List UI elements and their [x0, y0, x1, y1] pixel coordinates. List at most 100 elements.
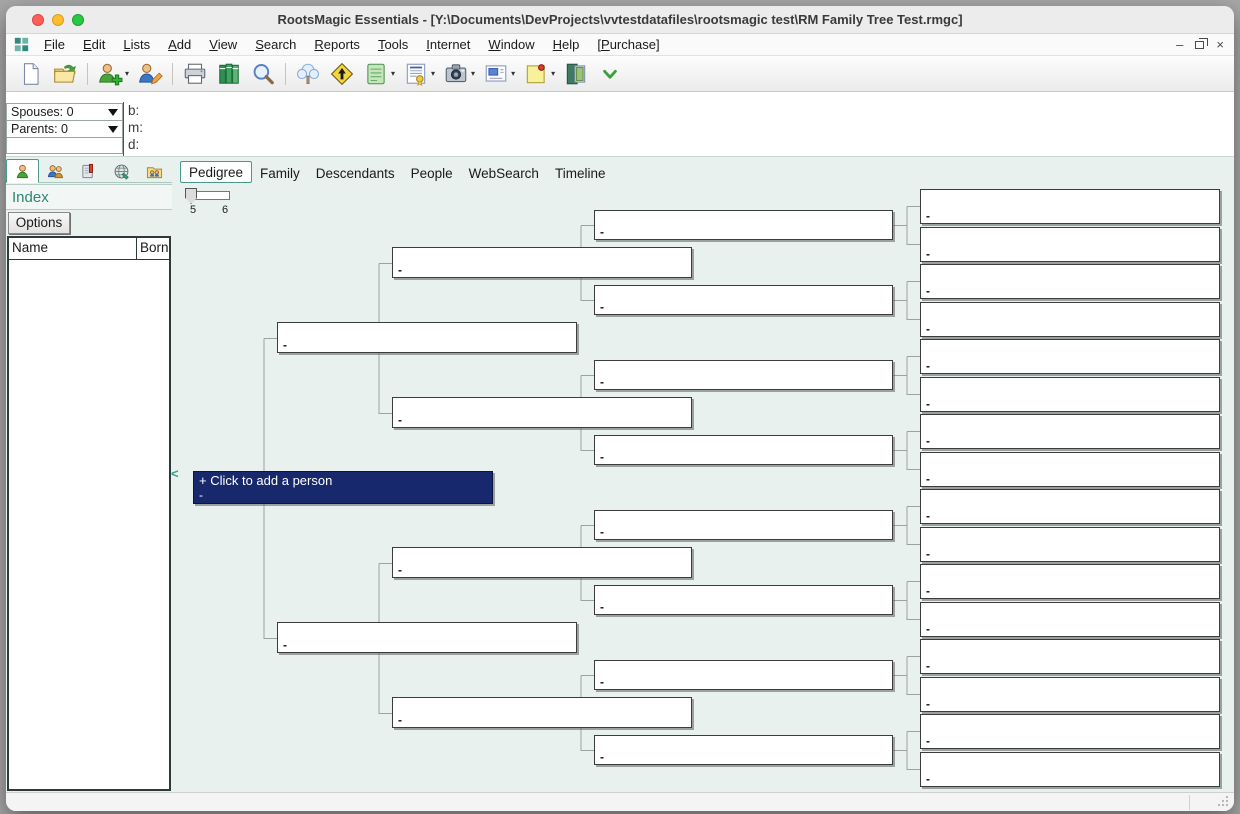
- menu-add[interactable]: Add: [168, 37, 192, 52]
- menu-lists[interactable]: Lists: [123, 37, 151, 52]
- tab-timeline[interactable]: Timeline: [554, 166, 606, 181]
- menu-help[interactable]: Help: [552, 37, 580, 52]
- pedigree-box-gen4-2[interactable]: -: [594, 285, 893, 315]
- person-value: -: [926, 547, 930, 561]
- menu-reports[interactable]: Reports: [314, 37, 360, 52]
- minimize-button[interactable]: –: [1176, 37, 1184, 52]
- mac-close-button[interactable]: [32, 14, 44, 26]
- address-button[interactable]: ▾: [480, 59, 518, 89]
- menu-window[interactable]: Window: [488, 37, 535, 52]
- dropdown-caret-icon[interactable]: ▾: [551, 69, 556, 78]
- options-button[interactable]: Options: [8, 212, 70, 234]
- media-button[interactable]: ▾: [440, 59, 478, 89]
- pedigree-tree-button[interactable]: [292, 59, 324, 89]
- person-value: -: [926, 397, 930, 411]
- menu-edit[interactable]: Edit: [82, 37, 106, 52]
- navigate-button[interactable]: [326, 59, 358, 89]
- person-info-panel: Spouses: 0 Parents: 0 b: m: d:: [6, 92, 1234, 156]
- pedigree-box-gen4-8[interactable]: -: [594, 735, 893, 765]
- sources-button[interactable]: ▾: [400, 59, 438, 89]
- tab-descendants[interactable]: Descendants: [315, 166, 395, 181]
- pedigree-box-gen5-3[interactable]: -: [920, 264, 1220, 299]
- menu-file[interactable]: File: [44, 37, 65, 52]
- pedigree-box-gen5-8[interactable]: -: [920, 452, 1220, 487]
- sidebar-tab-media-gallery[interactable]: [138, 159, 171, 183]
- pedigree-box-gen5-7[interactable]: -: [920, 414, 1220, 449]
- dropdown-caret-icon[interactable]: ▾: [391, 69, 396, 78]
- pedigree-box-gen4-6[interactable]: -: [594, 585, 893, 615]
- close-button[interactable]: ×: [1216, 37, 1224, 52]
- publish-books-icon: [219, 63, 239, 84]
- dropdown-caret-icon[interactable]: ▾: [511, 69, 516, 78]
- websearch-globe-icon: [114, 164, 129, 180]
- menu-internet[interactable]: Internet: [426, 37, 471, 52]
- pedigree-box-gen5-11[interactable]: -: [920, 564, 1220, 599]
- person-value: -: [283, 338, 287, 352]
- sidebar-collapse-chevron-icon[interactable]: <: [171, 466, 179, 481]
- sidebar-tab-person[interactable]: [6, 159, 39, 183]
- parents-dropdown[interactable]: Parents: 0: [6, 120, 123, 137]
- pedigree-box-gen5-4[interactable]: -: [920, 302, 1220, 337]
- pedigree-box-gen4-5[interactable]: -: [594, 510, 893, 540]
- edit-person-button[interactable]: [134, 59, 166, 89]
- resize-grip[interactable]: [1216, 794, 1230, 808]
- tab-people[interactable]: People: [410, 166, 453, 181]
- add-person-box[interactable]: + Click to add a person-: [193, 471, 493, 504]
- pedigree-box-gen5-13[interactable]: -: [920, 639, 1220, 674]
- pedigree-box-gen5-6[interactable]: -: [920, 377, 1220, 412]
- chevron-down-green-button[interactable]: [594, 59, 626, 89]
- name-column-header[interactable]: Name: [12, 240, 49, 255]
- generations-slider-thumb[interactable]: [185, 188, 197, 204]
- born-column-header[interactable]: Born: [136, 238, 169, 259]
- dropdown-caret-icon[interactable]: ▾: [471, 69, 476, 78]
- pedigree-box-gen5-1[interactable]: -: [920, 189, 1220, 224]
- sidebar-tab-websearch-globe[interactable]: [105, 159, 138, 183]
- pedigree-box-gen4-7[interactable]: -: [594, 660, 893, 690]
- menu-tools[interactable]: Tools: [377, 37, 409, 52]
- menu-search[interactable]: Search: [255, 37, 297, 52]
- tasks-button[interactable]: ▾: [520, 59, 558, 89]
- pedigree-box-gen3-4[interactable]: -: [392, 697, 692, 728]
- tab-family[interactable]: Family: [260, 166, 300, 181]
- add-person-button[interactable]: ▾: [94, 59, 132, 89]
- pedigree-box-gen5-12[interactable]: -: [920, 602, 1220, 637]
- sidebar-tab-people[interactable]: [39, 159, 72, 183]
- tab-websearch[interactable]: WebSearch: [468, 166, 539, 181]
- pedigree-box-gen3-3[interactable]: -: [392, 547, 692, 578]
- menu-view[interactable]: View: [209, 37, 238, 52]
- pedigree-box-gen4-3[interactable]: -: [594, 360, 893, 390]
- death-label: d:: [128, 137, 140, 152]
- notes-button[interactable]: ▾: [360, 59, 398, 89]
- pedigree-box-gen4-4[interactable]: -: [594, 435, 893, 465]
- print-button[interactable]: [179, 59, 211, 89]
- name-index-list[interactable]: Name Born: [7, 236, 171, 791]
- menu-purchase[interactable]: [Purchase]: [597, 37, 660, 52]
- pedigree-box-gen5-2[interactable]: -: [920, 227, 1220, 262]
- pedigree-box-gen5-9[interactable]: -: [920, 489, 1220, 524]
- pedigree-box-gen3-1[interactable]: -: [392, 247, 692, 278]
- pedigree-box-gen5-10[interactable]: -: [920, 527, 1220, 562]
- window-title: RootsMagic Essentials - [Y:\Documents\De…: [277, 12, 963, 27]
- mac-minimize-button[interactable]: [52, 14, 64, 26]
- pedigree-box-gen5-5[interactable]: -: [920, 339, 1220, 374]
- pedigree-box-gen5-16[interactable]: -: [920, 752, 1220, 787]
- restore-button[interactable]: [1195, 38, 1209, 49]
- exit-button[interactable]: [560, 59, 592, 89]
- pedigree-box-gen4-1[interactable]: -: [594, 210, 893, 240]
- pedigree-box-gen5-15[interactable]: -: [920, 714, 1220, 749]
- open-file-button[interactable]: [49, 59, 81, 89]
- sidebar-tab-bookmarks[interactable]: [72, 159, 105, 183]
- spouses-dropdown[interactable]: Spouses: 0: [6, 103, 123, 120]
- pedigree-box-gen2-2[interactable]: -: [277, 622, 577, 653]
- publish-books-button[interactable]: [213, 59, 245, 89]
- pedigree-box-gen5-14[interactable]: -: [920, 677, 1220, 712]
- dropdown-caret-icon[interactable]: ▾: [431, 69, 436, 78]
- tab-pedigree[interactable]: Pedigree: [180, 161, 253, 183]
- search-button[interactable]: [247, 59, 279, 89]
- pedigree-box-gen3-2[interactable]: -: [392, 397, 692, 428]
- pedigree-box-gen2-1[interactable]: -: [277, 322, 577, 353]
- new-document-button[interactable]: [15, 59, 47, 89]
- mac-zoom-button[interactable]: [72, 14, 84, 26]
- window-controls: – ×: [1176, 34, 1224, 56]
- dropdown-caret-icon[interactable]: ▾: [125, 69, 130, 78]
